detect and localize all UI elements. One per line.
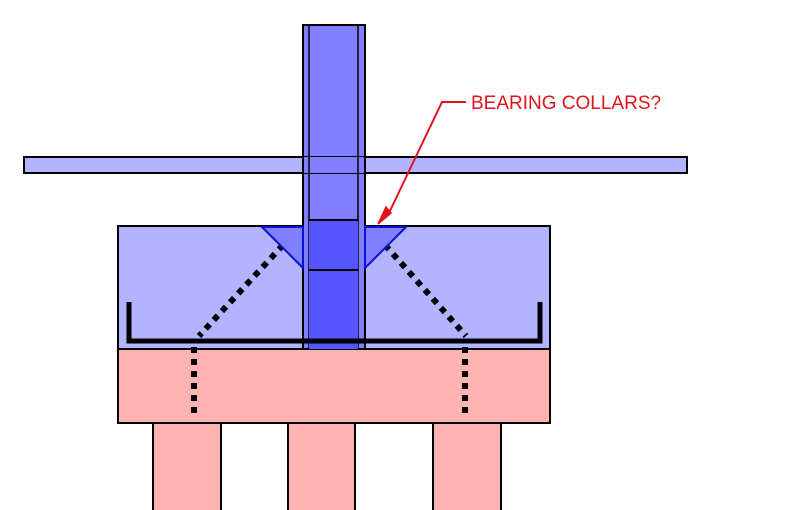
annotation-arrow <box>387 101 466 216</box>
column-over-slab <box>302 157 366 173</box>
pile-cap <box>117 348 551 424</box>
rebar-u <box>126 302 543 344</box>
annotation-label: BEARING COLLARS? <box>471 93 661 114</box>
bearing-collar-right <box>364 226 407 269</box>
steel-column <box>302 24 366 350</box>
dotted-diagonal-left <box>196 242 286 339</box>
bearing-collar-left <box>261 226 304 269</box>
annotation-arrowhead <box>377 205 393 225</box>
column-core <box>309 220 358 349</box>
pile-right <box>432 422 502 510</box>
pile-center <box>287 422 356 510</box>
dotted-diagonal-right <box>382 243 469 338</box>
pile-left <box>152 422 222 510</box>
